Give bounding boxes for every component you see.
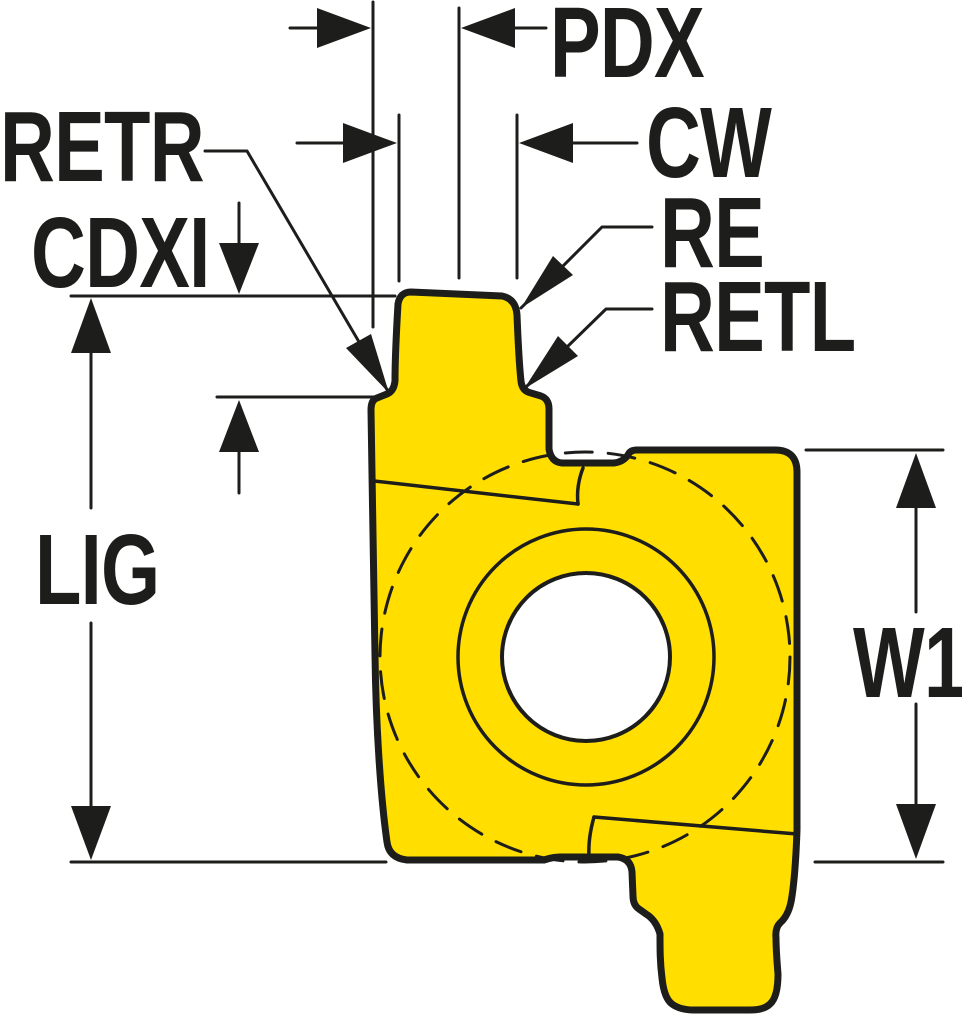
re-leader — [519, 225, 654, 310]
retl-leader — [522, 307, 654, 391]
dim-label-retr: RETR — [0, 91, 205, 203]
dim-label-lig: LIG — [35, 514, 160, 626]
screw-hole — [500, 571, 672, 743]
lig-dimension — [71, 298, 111, 860]
dim-label-pdx: PDX — [550, 0, 705, 99]
bottom-cutting-edge-seam — [587, 815, 799, 858]
boss-circle — [456, 527, 716, 787]
cutting-circle-dashed — [378, 450, 792, 864]
cw-dimension — [295, 123, 639, 163]
dim-label-retl: RETL — [660, 261, 856, 373]
top-cutting-edge-seam — [372, 466, 585, 506]
dim-label-cdxi: CDXI — [31, 197, 210, 309]
extension-lines — [69, 0, 945, 864]
w1-dimension — [896, 453, 936, 859]
retr-leader — [203, 149, 391, 395]
dim-label-re: RE — [660, 177, 765, 289]
dim-label-w1: W1 — [853, 607, 962, 719]
pdx-dimension — [288, 8, 548, 48]
dim-label-cw: CW — [646, 87, 772, 199]
cdxi-dimension — [219, 201, 259, 495]
